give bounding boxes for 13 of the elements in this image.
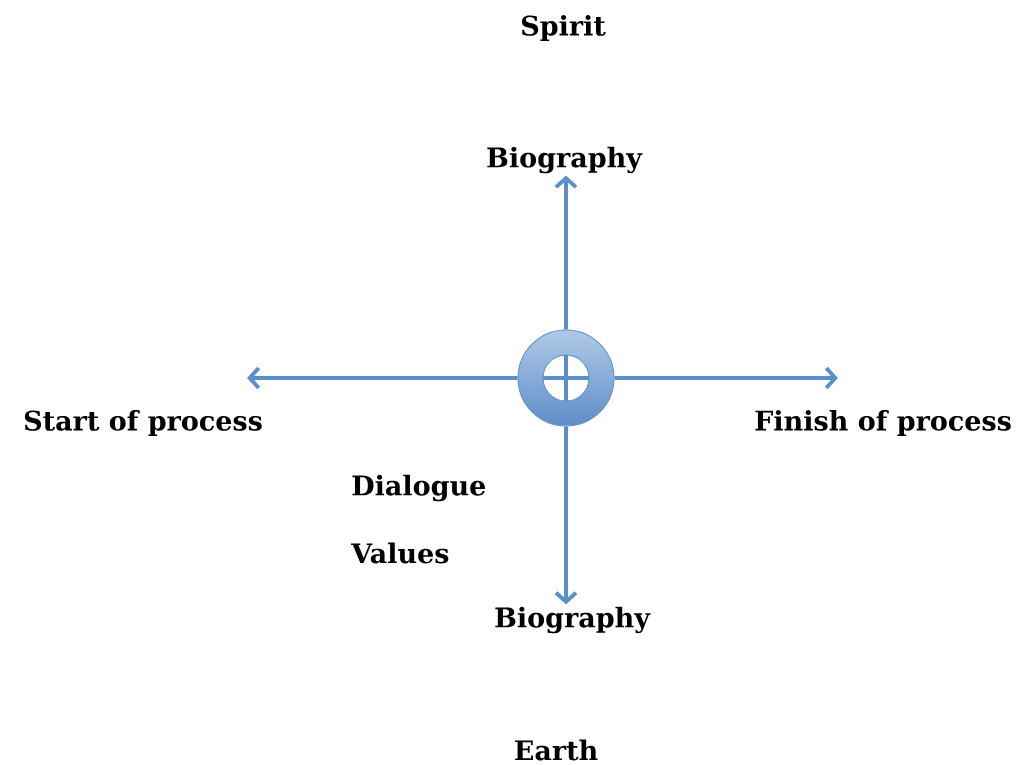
arrow [554, 426, 578, 605]
label: Spirit [522, 14, 606, 42]
label: Dialogue [352, 474, 486, 502]
axis-label: Biography [487, 146, 643, 174]
arrow [247, 366, 518, 390]
arrow [554, 175, 578, 330]
label: Values [351, 542, 449, 564]
arrow [614, 366, 838, 390]
label: Earth [515, 739, 598, 761]
ring [517, 329, 615, 427]
axis-label: Start of process [24, 409, 262, 437]
axis-label: Finish of process [755, 409, 1011, 437]
axis-label: Biography [495, 606, 651, 634]
